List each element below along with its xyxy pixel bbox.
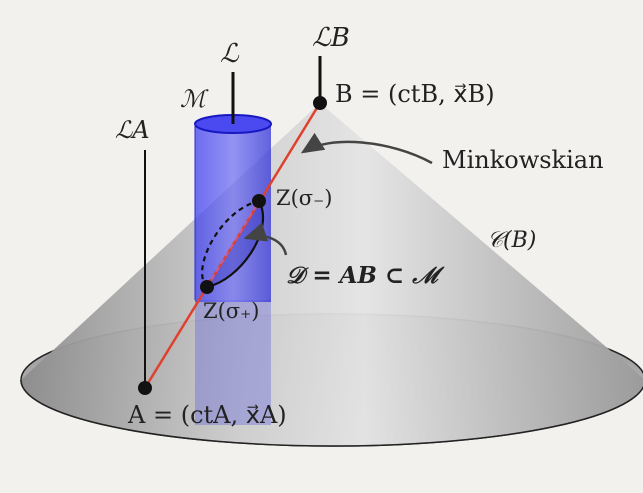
point-a bbox=[138, 381, 152, 395]
label-cone: 𝒞(B) bbox=[487, 228, 536, 253]
point-b bbox=[313, 96, 327, 110]
label-z-minus: Z(σ₋) bbox=[276, 186, 332, 210]
label-l: ℒ bbox=[220, 39, 240, 69]
label-z-plus: Z(σ₊) bbox=[203, 299, 259, 323]
light-cone-surface bbox=[21, 103, 643, 446]
label-lb: ℒB bbox=[312, 23, 350, 53]
point-z-plus bbox=[200, 280, 214, 294]
label-b-point: B = (ctB, x⃗B) bbox=[335, 80, 495, 108]
label-d-relation: 𝒟 = AB ⊂ ℳ bbox=[286, 262, 445, 289]
label-a-point: A = (ctA, x⃗A) bbox=[127, 401, 287, 429]
d-arrow bbox=[243, 222, 288, 256]
label-minkowskian: Minkowskian bbox=[442, 146, 604, 174]
cylinder-lower bbox=[195, 300, 271, 425]
geodesic-inside bbox=[206, 200, 260, 288]
label-la: ℒA bbox=[115, 116, 150, 144]
minkowskian-arrow bbox=[300, 132, 433, 165]
label-m: ℳ bbox=[180, 85, 209, 113]
region-d-back bbox=[201, 199, 260, 288]
cone-rim bbox=[20, 379, 643, 447]
point-z-minus bbox=[252, 194, 266, 208]
